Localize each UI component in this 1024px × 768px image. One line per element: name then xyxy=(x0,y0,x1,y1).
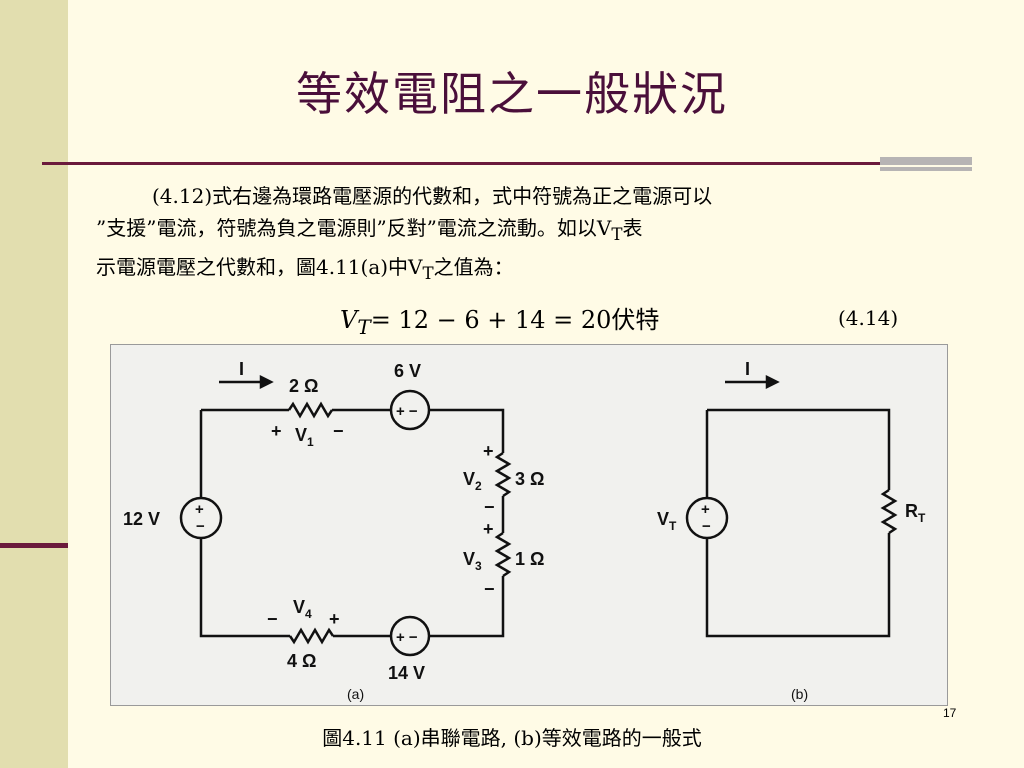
source-vt-plus: + xyxy=(701,501,710,518)
circuit-diagram: I 2 Ω + V1 − 6 V + − + V2 3 Ω − + V3 1 Ω… xyxy=(123,359,926,702)
current-arrowhead-a-icon xyxy=(259,374,274,390)
figure-b-label: (b) xyxy=(791,686,808,702)
v2-letter: V xyxy=(463,469,475,489)
source-12v-icon xyxy=(179,496,223,540)
v1-letter: V xyxy=(295,425,307,445)
equation-number: (4.14) xyxy=(838,306,899,330)
equation-lhs: V xyxy=(340,306,358,334)
v4-minus: − xyxy=(267,609,278,629)
v2-subscript: 2 xyxy=(475,479,482,493)
paragraph-line-1: (4.12)式右邊為環路電壓源的代數和，式中符號為正之電源可以 xyxy=(152,184,713,208)
v4-plus: + xyxy=(329,609,340,629)
v3-letter: V xyxy=(463,549,475,569)
r2-label: 3 Ω xyxy=(515,469,544,489)
left-bar-accent-line xyxy=(0,543,68,548)
rt-letter: R xyxy=(905,501,918,521)
v3-subscript: 3 xyxy=(475,559,482,573)
left-decorative-bar xyxy=(0,0,68,768)
v1-label: V1 xyxy=(295,425,314,449)
v3-minus: − xyxy=(484,579,495,599)
paragraph-line-2: ”支援”電流，符號為負之電源則”反對”電流之流動。如以VT表 xyxy=(96,212,946,251)
circuit-a-wires xyxy=(199,401,898,645)
title-divider xyxy=(42,162,880,165)
source-14v-icon xyxy=(389,615,431,657)
v4-letter: V xyxy=(293,597,305,617)
source-14v-label: 14 V xyxy=(388,663,425,683)
v1-plus: + xyxy=(271,421,282,441)
vt-subscript: T xyxy=(669,519,677,533)
v2-plus: + xyxy=(483,441,494,461)
title-divider-gray xyxy=(880,157,972,165)
paragraph-line-2-subscript: T xyxy=(611,225,623,244)
paragraph-line-3-text: 示電源電壓之代數和，圖4.11(a)中V xyxy=(96,255,423,279)
v2-minus: − xyxy=(484,497,495,517)
source-6v-label: 6 V xyxy=(394,361,421,381)
rt-label: RT xyxy=(905,501,926,525)
slide-title: 等效電阻之一般狀況 xyxy=(296,67,728,121)
vt-letter: V xyxy=(657,509,669,529)
r1-label: 2 Ω xyxy=(289,376,318,396)
paragraph-line-3: 示電源電壓之代數和，圖4.11(a)中VT之值為： xyxy=(96,251,946,290)
figure-a-label: (a) xyxy=(347,686,364,702)
source-6v-polarity: + − xyxy=(396,403,418,420)
v4-label: V4 xyxy=(293,597,312,621)
voltage-source-circles xyxy=(179,389,729,657)
slide-number: 17 xyxy=(943,706,957,720)
circuit-figure: I 2 Ω + V1 − 6 V + − + V2 3 Ω − + V3 1 Ω… xyxy=(110,344,948,706)
v3-label: V3 xyxy=(463,549,482,573)
paragraph-line-2-tail: 表 xyxy=(622,216,643,240)
source-6v-icon xyxy=(389,389,431,431)
equation: VT= 12 − 6 + 14 = 20伏特 xyxy=(340,300,659,339)
rt-subscript: T xyxy=(918,511,926,525)
source-vt-icon xyxy=(685,496,729,540)
v3-plus: + xyxy=(483,519,494,539)
current-label-a: I xyxy=(239,359,244,379)
source-12v-plus: + xyxy=(195,501,204,518)
r3-label: 1 Ω xyxy=(515,549,544,569)
source-vt-label: VT xyxy=(657,509,677,533)
body-paragraph: (4.12)式右邊為環路電壓源的代數和，式中符號為正之電源可以 ”支援”電流，符… xyxy=(96,180,946,290)
current-label-b: I xyxy=(745,359,750,379)
paragraph-line-3-subscript: T xyxy=(422,264,434,283)
v4-subscript: 4 xyxy=(305,607,312,621)
v2-label: V2 xyxy=(463,469,482,493)
equation-rhs: = 12 − 6 + 14 = 20伏特 xyxy=(370,306,660,334)
source-vt-minus: − xyxy=(702,518,711,535)
paragraph-line-3-tail: 之值為： xyxy=(433,255,514,279)
v1-subscript: 1 xyxy=(307,435,314,449)
v1-minus: − xyxy=(333,421,344,441)
title-divider-gray-lower xyxy=(880,167,972,171)
current-arrows xyxy=(219,374,780,390)
paragraph-line-2-text: ”支援”電流，符號為負之電源則”反對”電流之流動。如以V xyxy=(96,216,612,240)
source-12v-label: 12 V xyxy=(123,509,160,529)
current-arrowhead-b-icon xyxy=(765,374,780,390)
equation-lhs-subscript: T xyxy=(357,314,371,339)
source-12v-minus: − xyxy=(196,518,205,535)
r4-label: 4 Ω xyxy=(287,651,316,671)
figure-caption: 圖4.11 (a)串聯電路, (b)等效電路的一般式 xyxy=(322,726,702,750)
source-14v-polarity: + − xyxy=(396,629,418,646)
